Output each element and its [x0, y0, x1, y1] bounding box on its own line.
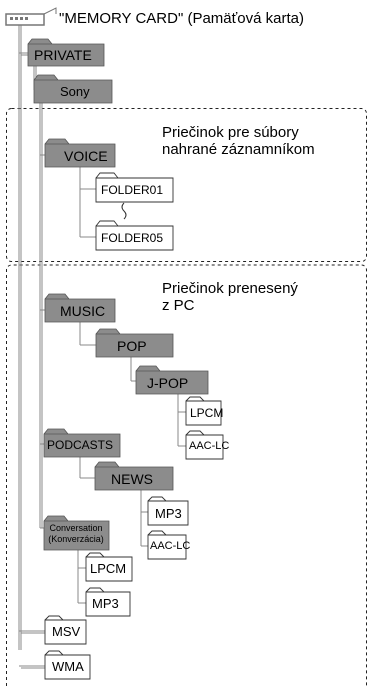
news-aac-file-icon: [147, 530, 187, 560]
jpop-aac-file-icon: [185, 430, 224, 460]
folder-sony-label: Sony: [60, 84, 90, 99]
conversation-folder-icon: [43, 515, 110, 551]
folder01-folder-icon: [95, 172, 174, 203]
jpop-lpcm-file-icon: [185, 396, 222, 426]
wma-label: WMA: [52, 659, 84, 674]
folder-music-label: MUSIC: [60, 303, 106, 319]
folder-jpop-label: J-POP: [147, 375, 189, 391]
folder-private-label: PRIVATE: [34, 47, 92, 63]
memory-card-icon: [5, 7, 57, 26]
conv-lpcm-file-icon: [85, 552, 133, 582]
jpop-lpcm-label: LPCM: [190, 406, 224, 420]
jpop-aac-label: AAC-LC: [189, 440, 230, 452]
wma-file-icon: [44, 650, 91, 680]
news-folder-icon: [94, 461, 174, 491]
jpop-folder-icon: [135, 365, 209, 395]
folder-pop-label: POP: [117, 338, 147, 354]
sony-folder-icon: [33, 74, 113, 104]
folder-voice-label: VOICE: [64, 148, 108, 164]
news-mp3-file-icon: [147, 496, 189, 526]
voice-folder-icon: [44, 138, 116, 168]
folder-news-label: NEWS: [111, 471, 153, 487]
folder-conversation-label: Conversation (Konverzácia): [45, 523, 107, 545]
folder01-label: FOLDER01: [101, 183, 164, 197]
msv-label: MSV: [52, 624, 81, 639]
pop-folder-icon: [95, 328, 174, 358]
conv-mp3-label: MP3: [92, 596, 119, 611]
voice-group-box: [6, 108, 367, 262]
folder05-folder-icon: [95, 220, 174, 251]
podcasts-folder-icon: [43, 428, 121, 458]
tree-connectors: [18, 25, 186, 669]
conversation-label-line2: (Konverzácia): [48, 534, 104, 544]
root-label: "MEMORY CARD" (Pamäťová karta): [59, 10, 304, 27]
conv-mp3-file-icon: [85, 587, 131, 617]
folder05-label: FOLDER05: [101, 231, 164, 245]
news-aac-label: AAC-LC: [150, 540, 191, 552]
voice-box-caption: Priečinok pre súbory nahrané záznamníkom: [162, 124, 315, 158]
folder-podcasts-label: PODCASTS: [47, 438, 114, 452]
ellipsis-squiggle-icon: [121, 202, 127, 220]
private-folder-icon: [27, 38, 105, 67]
music-folder-icon: [44, 293, 116, 323]
conv-lpcm-label: LPCM: [90, 561, 127, 576]
pc-box-caption: Priečinok prenesený z PC: [162, 280, 298, 314]
msv-file-icon: [44, 615, 87, 645]
conversation-label-line1: Conversation: [49, 523, 103, 533]
news-mp3-label: MP3: [155, 506, 182, 521]
